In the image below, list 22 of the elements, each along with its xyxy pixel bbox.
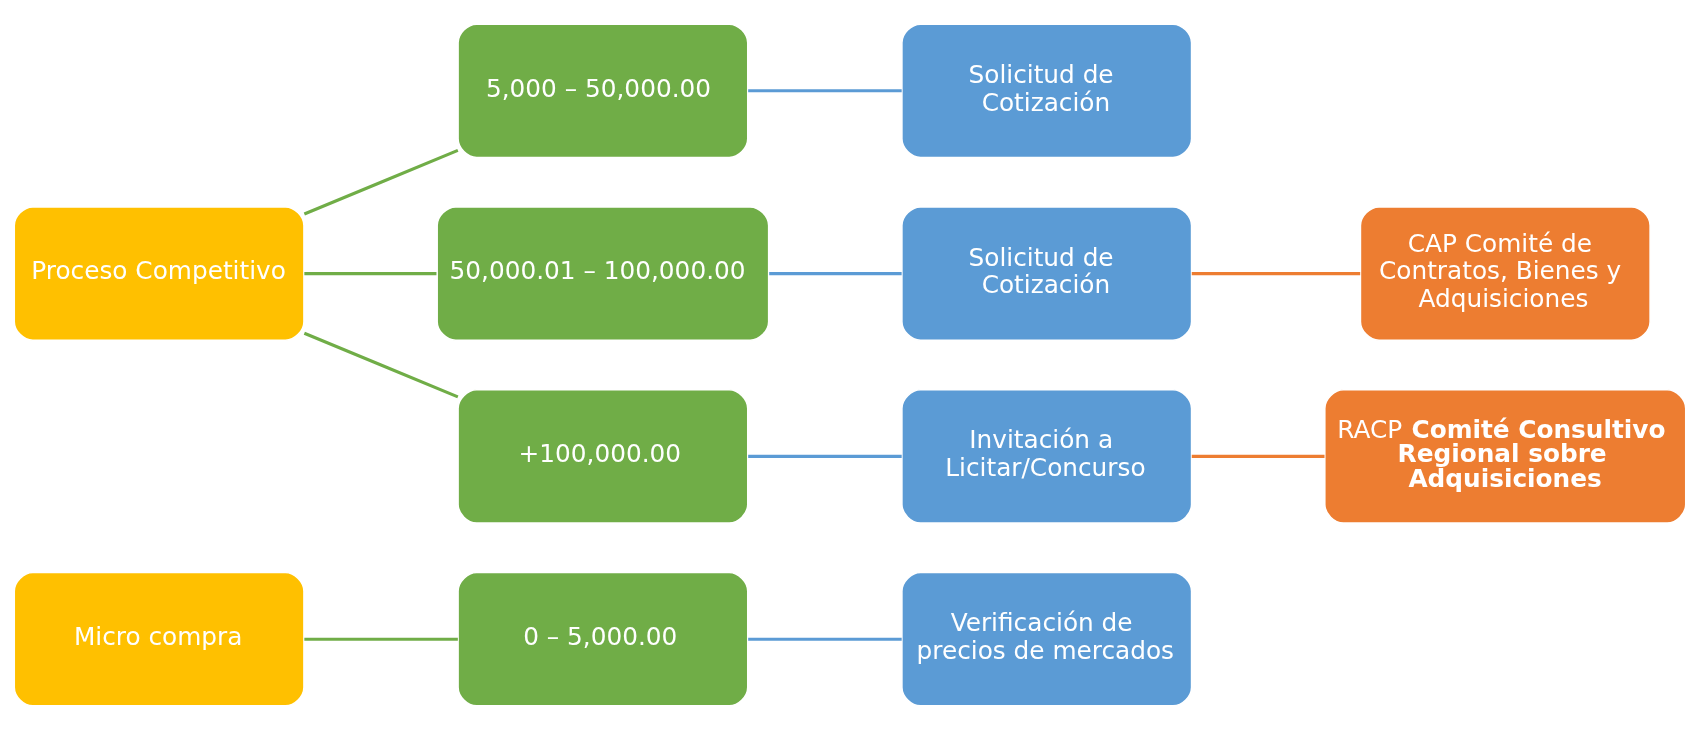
- connector: [1191, 272, 1361, 276]
- node-box: 0 – 5,000.00: [457, 571, 749, 707]
- connector: [304, 272, 437, 276]
- connector: [769, 272, 902, 276]
- connector: [748, 89, 902, 93]
- node-box: Micro compra: [13, 571, 305, 707]
- connector: [1191, 454, 1325, 458]
- connector: [303, 331, 459, 399]
- node-box: RACP Comité Consultivo Regional sobre Adquisiciones: [1324, 389, 1687, 524]
- node-box: CAP Comité de Contratos, Bienes y Adquisiciones: [1359, 206, 1651, 341]
- connector: [748, 637, 902, 641]
- node-box: Verificación de precios de mercados: [901, 571, 1193, 707]
- node-box: Solicitud de Cotización: [901, 206, 1193, 341]
- node-box: +100,000.00: [457, 389, 749, 524]
- node-box: 5,000 – 50,000.00: [457, 23, 749, 159]
- connector: [303, 148, 459, 216]
- connector: [304, 637, 458, 641]
- node-box: Proceso Competitivo: [13, 206, 305, 341]
- connector: [748, 454, 902, 458]
- node-box: 50,000.01 – 100,000.00: [436, 206, 770, 341]
- node-box: Solicitud de Cotización: [901, 23, 1193, 159]
- node-box: Invitación a Licitar/Concurso: [901, 389, 1193, 524]
